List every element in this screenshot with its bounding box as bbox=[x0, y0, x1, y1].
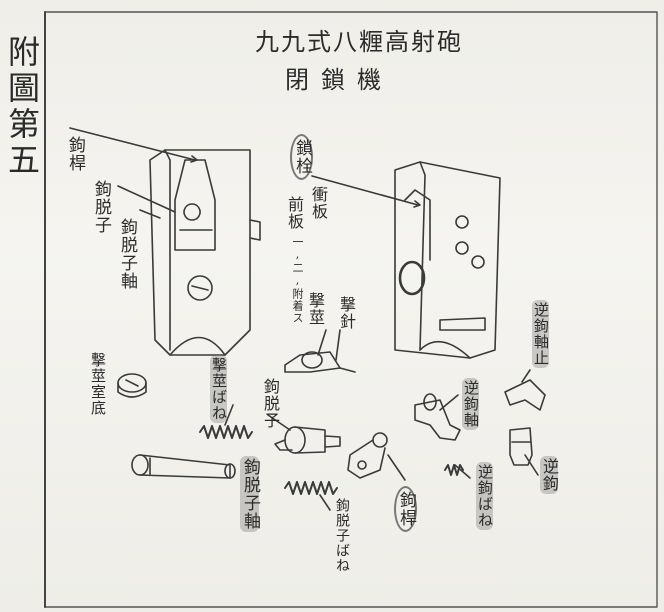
reverse-hook-part bbox=[509, 427, 533, 466]
striker-chamber-bottom-part bbox=[117, 373, 147, 398]
label-striker-pin: 撃針 bbox=[337, 296, 356, 330]
label-reverse-hook: 逆鉤 bbox=[540, 456, 559, 494]
sheet-label: 附圖第五 bbox=[3, 35, 41, 179]
breech-block-left bbox=[149, 149, 261, 356]
label-reverse-hook-axle-stop: 逆鉤軸止 bbox=[532, 300, 550, 368]
page-title: 九九式八糎高射砲 bbox=[255, 28, 463, 56]
breech-block-right bbox=[394, 161, 501, 359]
spring-coil-2 bbox=[284, 481, 338, 495]
hook-release-axle-part bbox=[131, 454, 236, 479]
label-hook-release-spring: 鉤脱子ばね bbox=[334, 498, 350, 573]
label-hook-release-axle-low: 鉤脱子軸 bbox=[240, 456, 260, 532]
label-striker-chamber-bottom: 撃莖室底 bbox=[89, 352, 107, 416]
label-lock-bolt: 鎖栓 bbox=[290, 134, 313, 180]
reverse-hook-axle-part bbox=[414, 393, 461, 441]
label-front-plate: 前板 bbox=[285, 196, 304, 230]
label-note: 一,二,附着ス bbox=[291, 236, 304, 324]
label-hook-release: 鉤脱子 bbox=[91, 180, 111, 234]
hook-lever-part bbox=[347, 432, 388, 479]
label-rear-plate: 衝板 bbox=[309, 186, 328, 220]
striker-spring-part bbox=[284, 351, 356, 373]
reverse-hook-stop-part bbox=[504, 379, 546, 411]
page-subtitle: 閉鎖機 bbox=[285, 66, 393, 94]
label-hook-release-axle: 鉤脱子軸 bbox=[117, 218, 137, 290]
label-striker-spring-coil: 撃莖ばね bbox=[210, 355, 228, 423]
label-hook-release-mid: 鉤脱子 bbox=[261, 378, 280, 429]
label-reverse-hook-axle: 逆鉤軸 bbox=[462, 378, 480, 430]
spring-coil-1 bbox=[199, 425, 253, 439]
label-reverse-hook-spring: 逆鉤ばね bbox=[476, 462, 494, 530]
label-hook-lever-low: 鉤桿 bbox=[394, 486, 417, 532]
reverse-hook-spring-part bbox=[444, 464, 464, 476]
label-striker-spring: 撃莖 bbox=[306, 292, 325, 326]
label-hook-lever-top: 鉤桿 bbox=[65, 136, 85, 172]
hook-release-part bbox=[274, 426, 341, 454]
